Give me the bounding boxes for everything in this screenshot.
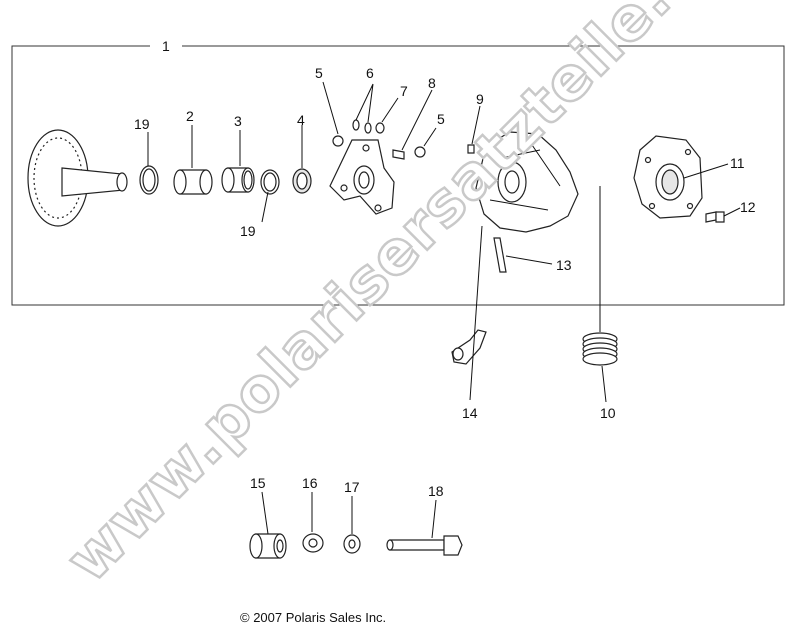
- spacer-15: [249, 533, 287, 559]
- washer-17: [343, 534, 361, 554]
- callout-7: 7: [400, 83, 408, 99]
- callout-15: 15: [250, 475, 266, 491]
- callout-5a: 5: [315, 65, 323, 81]
- callout-12: 12: [740, 199, 756, 215]
- callout-11: 11: [730, 155, 745, 171]
- bushing-2: [173, 169, 213, 195]
- callout-10: 10: [600, 405, 616, 421]
- bolt-18: [386, 535, 463, 556]
- washers-6-7: [352, 119, 385, 134]
- washer-16: [302, 533, 324, 553]
- pin-8: [392, 149, 405, 160]
- callout-3: 3: [234, 113, 242, 129]
- set-screw-9: [467, 144, 475, 154]
- button-5a: [332, 135, 344, 147]
- callout-14: 14: [462, 405, 478, 421]
- callout-2: 2: [186, 108, 194, 124]
- seal-4: [292, 168, 312, 194]
- callout-19b: 19: [240, 223, 256, 239]
- callout-6: 6: [366, 65, 374, 81]
- cover: [633, 135, 703, 219]
- callout-18: 18: [428, 483, 444, 499]
- button-5b: [414, 146, 426, 158]
- callout-8: 8: [428, 75, 436, 91]
- fixed-sheave: [27, 129, 128, 227]
- callout-16: 16: [302, 475, 318, 491]
- callout-13: 13: [556, 257, 572, 273]
- spider: [329, 139, 395, 215]
- pin-13: [493, 237, 507, 273]
- copyright-text: © 2007 Polaris Sales Inc.: [240, 610, 386, 625]
- moveable-sheave: [475, 131, 579, 233]
- callout-5b: 5: [437, 111, 445, 127]
- ring-19a: [139, 165, 159, 195]
- bolt-12: [705, 211, 725, 223]
- callout-17: 17: [344, 479, 360, 495]
- callout-9: 9: [476, 91, 484, 107]
- callout-19a: 19: [134, 116, 150, 132]
- spring-10: [582, 332, 618, 366]
- assembly-frame: [11, 45, 785, 306]
- leader-lines: [147, 81, 741, 539]
- bushing-3: [221, 167, 255, 193]
- callout-1: 1: [162, 38, 170, 54]
- weight-14: [451, 329, 487, 365]
- ring-19b: [260, 169, 280, 195]
- callout-4: 4: [297, 112, 305, 128]
